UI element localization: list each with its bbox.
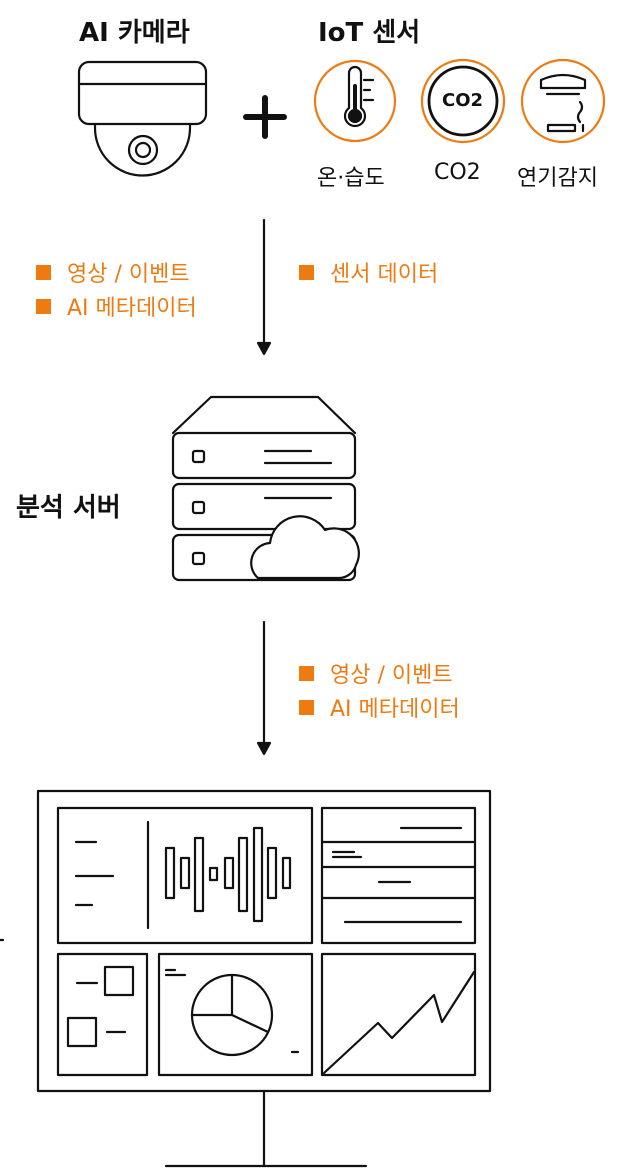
legend-label: 영상 / 이벤트: [330, 663, 453, 688]
legend-square: [36, 264, 51, 280]
legend-camera-meta: AI 메타데이터: [36, 290, 197, 322]
dashboard-monitor-icon: [36, 789, 492, 1168]
co2-icon: [420, 58, 506, 144]
co2-label: CO2: [434, 160, 481, 185]
dome-camera-icon: [77, 60, 208, 177]
legend-sensor-data: 센서 데이터: [299, 256, 438, 288]
legend-square: [299, 665, 314, 681]
arrow-down-bottom: [256, 620, 272, 756]
iot-sensor-title: IoT 센서: [318, 18, 421, 48]
legend-label: AI 메타데이터: [67, 296, 197, 321]
co2-icon-text: CO2: [442, 90, 484, 111]
smoke-label: 연기감지: [517, 166, 598, 191]
legend-server-video: 영상 / 이벤트: [299, 657, 453, 689]
ai-camera-title: AI 카메라: [79, 18, 190, 48]
server-cloud-icon: [171, 395, 360, 582]
legend-camera-video: 영상 / 이벤트: [36, 256, 190, 288]
smoke-detector-icon: [520, 58, 606, 144]
legend-label: 영상 / 이벤트: [67, 262, 190, 287]
legend-server-meta: AI 메타데이터: [299, 691, 460, 723]
plus-icon: [243, 95, 287, 139]
temp-humidity-label: 온·습도: [317, 166, 385, 191]
legend-label: 센서 데이터: [330, 262, 439, 287]
legend-label: AI 메타데이터: [330, 697, 460, 722]
thermometer-icon: [313, 59, 397, 143]
legend-square: [299, 264, 314, 280]
legend-square: [36, 298, 51, 314]
server-label: 분석 서버: [16, 493, 121, 523]
arrow-down-top: [256, 218, 272, 356]
legend-square: [299, 699, 314, 715]
